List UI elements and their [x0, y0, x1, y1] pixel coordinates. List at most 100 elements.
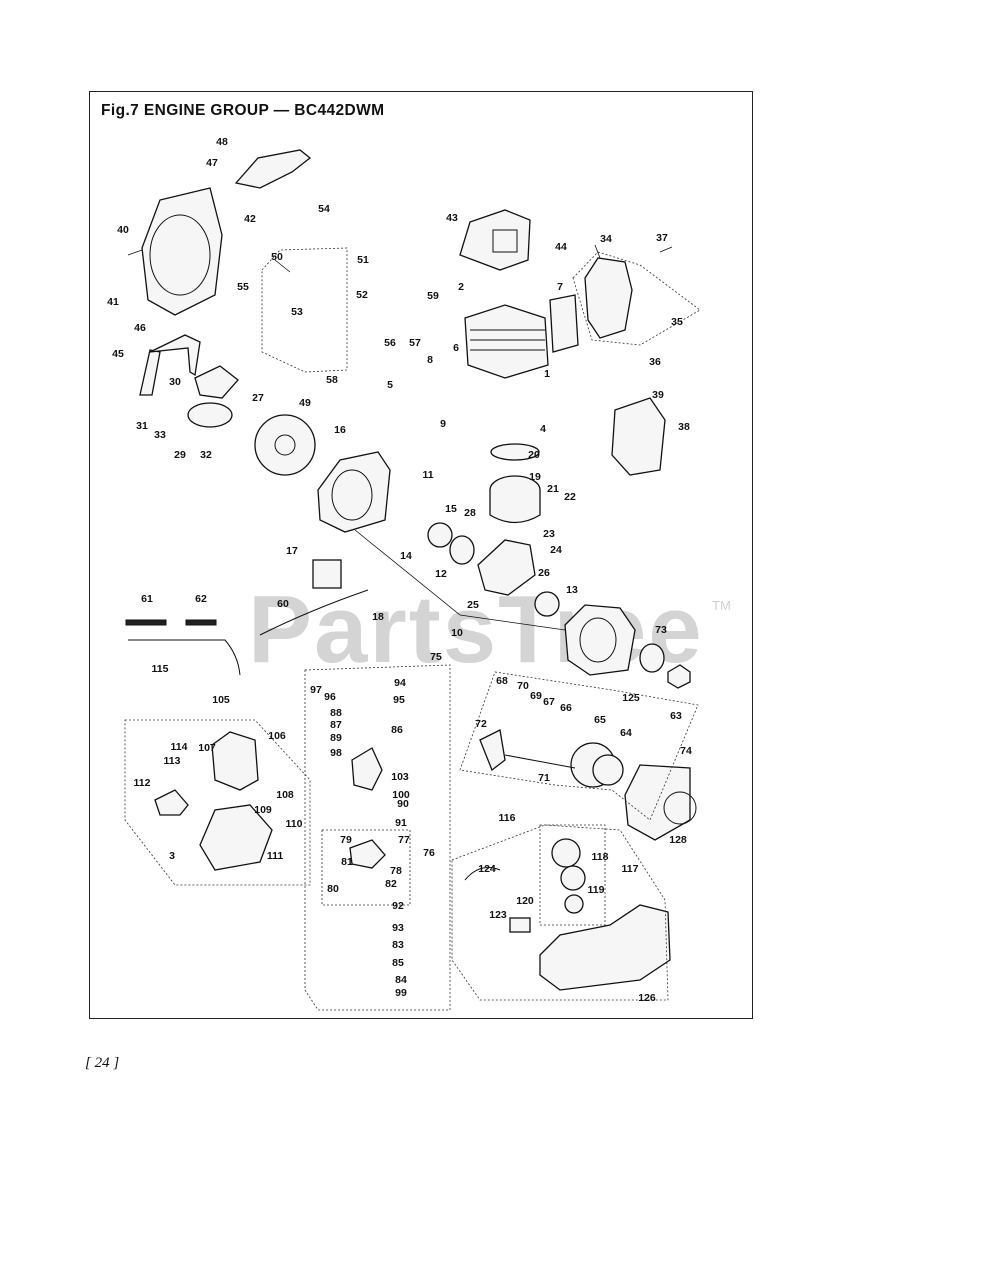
part-61-tube: [125, 619, 167, 626]
group-117-box: [539, 824, 606, 926]
part-label: 19: [529, 470, 541, 483]
part-label: 124: [478, 862, 496, 875]
part-27-nut: [667, 664, 691, 689]
part-label: 118: [591, 850, 609, 863]
part-17-ignition-coil: [312, 559, 342, 589]
part-label: 99: [395, 986, 407, 999]
part-label: 26: [538, 566, 550, 579]
part-label: 116: [498, 811, 516, 824]
part-label: 110: [285, 817, 303, 830]
figure-title: Fig.7 ENGINE GROUP — BC442DWM: [101, 102, 385, 119]
part-label: 57: [409, 336, 421, 349]
part-label: 44: [555, 240, 567, 253]
part-103-carburetor: [351, 747, 383, 791]
part-116-fuel-tank: [539, 904, 671, 991]
part-label: 4: [540, 422, 546, 435]
part-label: 41: [107, 295, 119, 308]
part-label: 36: [649, 355, 661, 368]
part-13-bearing: [534, 591, 560, 617]
part-label: 98: [330, 746, 342, 759]
part-label: 81: [341, 855, 353, 868]
part-46-bar: [149, 334, 201, 377]
part-45-handle: [139, 349, 161, 396]
part-label: 8: [427, 353, 433, 366]
part-label: 82: [385, 877, 397, 890]
part-1-cylinder: [464, 304, 549, 379]
part-label: 115: [151, 662, 169, 675]
part-label: 45: [112, 347, 124, 360]
part-124-tube: [464, 867, 501, 881]
part-label: 93: [392, 921, 404, 934]
part-label: 12: [435, 567, 447, 580]
part-label: 56: [384, 336, 396, 349]
watermark-trademark: TM: [712, 598, 731, 613]
part-label: 14: [400, 549, 412, 562]
part-62-tube: [185, 619, 217, 626]
part-label: 120: [516, 894, 534, 907]
part-label: 11: [422, 468, 434, 481]
part-label: 16: [334, 423, 346, 436]
part-label: 29: [174, 448, 186, 461]
part-128-ring: [663, 791, 697, 825]
part-47-plate: [234, 149, 312, 189]
part-label: 49: [299, 396, 311, 409]
part-label: 27: [252, 391, 264, 404]
part-label: 24: [550, 543, 562, 556]
part-label: 52: [356, 288, 368, 301]
part-label: 15: [445, 502, 457, 515]
part-label: 17: [286, 544, 298, 557]
part-115-cable: [128, 639, 241, 676]
part-label: 95: [393, 693, 405, 706]
part-110-filter-cover: [199, 804, 273, 871]
part-label: 42: [244, 212, 256, 225]
part-20-ring: [490, 443, 540, 461]
part-label: 96: [324, 690, 336, 703]
part-label: 28: [464, 506, 476, 519]
part-107-filter-case: [211, 731, 259, 791]
part-label: 88: [330, 706, 342, 719]
part-label: 114: [170, 740, 188, 753]
part-label: 39: [652, 388, 664, 401]
part-34-muffler: [584, 257, 633, 339]
part-60-wire: [259, 589, 369, 636]
part-label: 87: [330, 718, 342, 731]
part-label: 97: [310, 683, 322, 696]
part-label: 85: [392, 956, 404, 969]
part-label: 106: [268, 729, 286, 742]
part-label: 77: [398, 833, 410, 846]
part-label: 76: [423, 846, 435, 859]
part-label: 30: [169, 375, 181, 388]
part-label: 54: [318, 202, 330, 215]
part-label: 128: [669, 833, 687, 846]
part-label: 70: [517, 679, 529, 692]
part-label: 89: [330, 731, 342, 744]
part-label: 72: [475, 717, 487, 730]
part-label: 84: [395, 973, 407, 986]
part-label: 75: [430, 650, 442, 663]
part-label: 78: [390, 864, 402, 877]
part-label: 40: [117, 223, 129, 236]
part-14-seal: [427, 522, 453, 548]
part-label: 112: [133, 776, 151, 789]
part-label: 51: [357, 253, 369, 266]
part-label: 20: [528, 448, 540, 461]
part-label: 43: [446, 211, 458, 224]
part-label: 3: [169, 849, 175, 862]
part-30-clutch: [194, 365, 239, 399]
part-118-cap: [551, 838, 581, 868]
part-10-crankcase-left: [317, 451, 391, 533]
part-label: 117: [621, 862, 639, 875]
part-label: 125: [622, 691, 640, 704]
part-label: 71: [538, 771, 550, 784]
part-label: 2: [458, 280, 464, 293]
part-label: 38: [678, 420, 690, 433]
part-40-fan-cover: [141, 187, 223, 316]
part-63-recoil-housing: [624, 764, 691, 841]
part-label: 7: [557, 280, 563, 293]
part-112-base: [154, 789, 189, 816]
part-7-gasket: [549, 294, 579, 353]
part-label: 66: [560, 701, 572, 714]
part-label: 113: [163, 754, 181, 767]
part-label: 91: [395, 816, 407, 829]
